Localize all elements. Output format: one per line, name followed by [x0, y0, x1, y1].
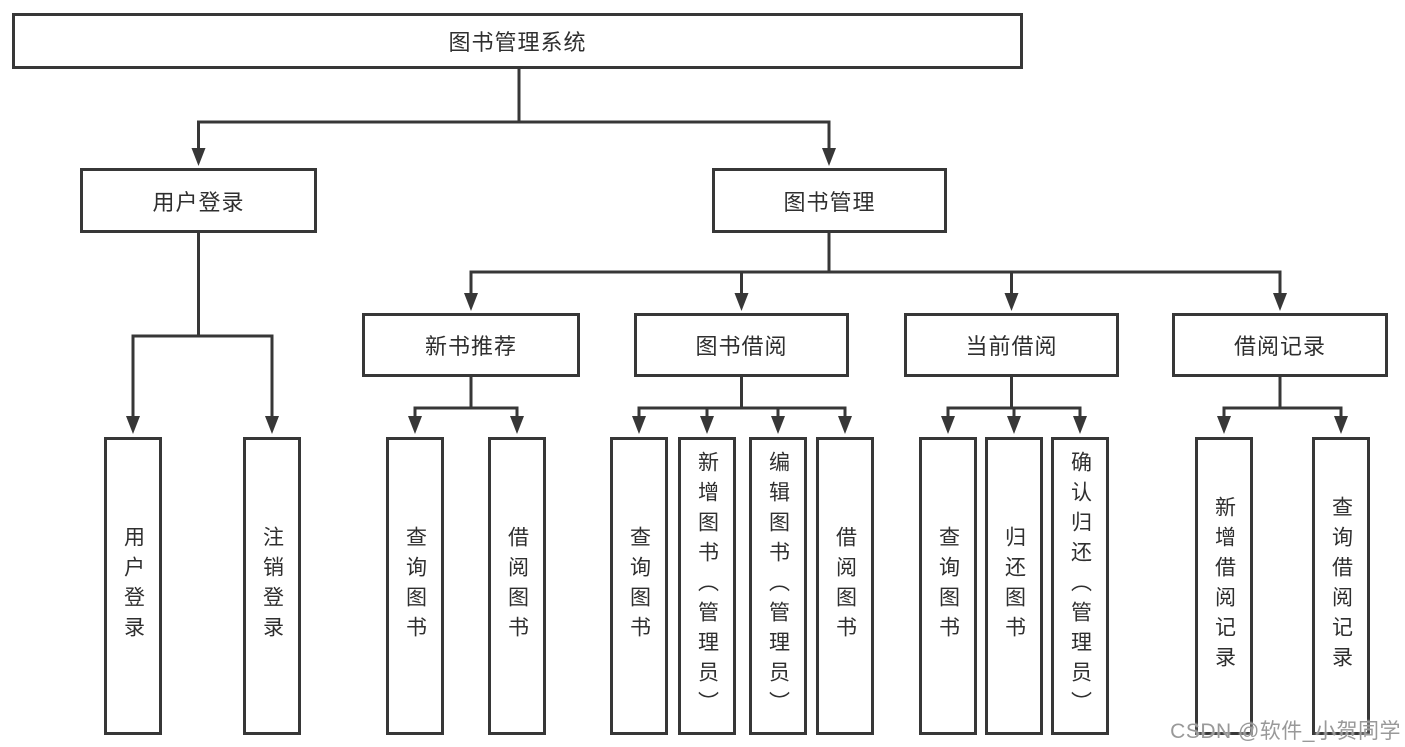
- node-root: 图书管理系统: [12, 13, 1023, 69]
- arrowhead-icon: [1073, 416, 1087, 434]
- leaf-current-confirm-admin-label: 确认归还（管理员）: [1068, 451, 1092, 721]
- arrowhead-icon: [1217, 416, 1231, 434]
- leaf-newbook-query: 查询图书: [386, 437, 444, 735]
- arrowhead-icon: [632, 416, 646, 434]
- node-borrow-record-label: 借阅记录: [1233, 334, 1326, 359]
- node-new-book-recommend: 新书推荐: [362, 313, 580, 377]
- node-user-login: 用户登录: [80, 168, 317, 233]
- leaf-logout-label: 注销登录: [260, 526, 284, 646]
- leaf-current-query: 查询图书: [919, 437, 977, 735]
- node-current-borrow-label: 当前借阅: [965, 334, 1058, 359]
- arrowhead-icon: [838, 416, 852, 434]
- node-borrow-record: 借阅记录: [1172, 313, 1388, 377]
- node-current-borrow: 当前借阅: [904, 313, 1119, 377]
- arrowhead-icon: [265, 416, 279, 434]
- arrowhead-icon: [464, 293, 478, 311]
- leaf-borrow-edit-admin: 编辑图书（管理员）: [749, 437, 807, 735]
- connector-bookborrow-to-leaves: [637, 374, 847, 420]
- connector-newbook-to-leaves: [413, 374, 519, 420]
- arrowhead-icon: [408, 416, 422, 434]
- leaf-borrow-add-admin: 新增图书（管理员）: [678, 437, 736, 735]
- leaf-current-return: 归还图书: [985, 437, 1043, 735]
- arrowhead-icon: [1273, 293, 1287, 311]
- node-book-management-label: 图书管理: [783, 189, 876, 215]
- leaf-borrow-query: 查询图书: [610, 437, 668, 735]
- arrowhead-icon: [1004, 293, 1019, 311]
- node-book-management: 图书管理: [712, 168, 947, 233]
- leaf-user-login: 用户登录: [104, 437, 162, 735]
- connector-root-to-level2: [197, 66, 831, 152]
- leaf-current-return-label: 归还图书: [1002, 526, 1026, 646]
- leaf-record-query-label: 查询借阅记录: [1329, 496, 1353, 676]
- connector-bookmgmt-to-level3: [469, 231, 1282, 297]
- leaf-current-confirm-admin: 确认归还（管理员）: [1051, 437, 1109, 735]
- arrowhead-icon: [822, 148, 836, 166]
- connector-currentborrow-to-leaves: [946, 374, 1082, 420]
- connector-borrowrecord-to-leaves: [1222, 374, 1343, 420]
- arrowhead-icon: [1007, 416, 1021, 434]
- leaf-borrow-query-label: 查询图书: [627, 526, 651, 646]
- arrowhead-icon: [510, 416, 524, 434]
- arrowheads: [126, 148, 1348, 434]
- node-book-borrow: 图书借阅: [634, 313, 849, 377]
- leaf-newbook-query-label: 查询图书: [403, 526, 427, 646]
- leaf-record-add: 新增借阅记录: [1195, 437, 1253, 735]
- leaf-borrow-book: 借阅图书: [816, 437, 874, 735]
- watermark: CSDN @软件_小贺同学: [1170, 720, 1401, 743]
- leaf-newbook-borrow: 借阅图书: [488, 437, 546, 735]
- leaf-newbook-borrow-label: 借阅图书: [505, 526, 529, 646]
- arrowhead-icon: [191, 148, 206, 166]
- leaf-record-query: 查询借阅记录: [1312, 437, 1370, 735]
- leaf-user-login-label: 用户登录: [121, 526, 145, 646]
- node-user-login-label: 用户登录: [152, 189, 245, 215]
- connector-userlogin-to-leaves: [131, 230, 274, 420]
- arrowhead-icon: [1334, 416, 1348, 434]
- leaf-borrow-book-label: 借阅图书: [833, 526, 857, 646]
- node-new-book-recommend-label: 新书推荐: [424, 334, 517, 359]
- arrowhead-icon: [700, 416, 714, 434]
- node-book-borrow-label: 图书借阅: [695, 334, 788, 359]
- arrowhead-icon: [771, 416, 785, 434]
- leaf-borrow-add-admin-label: 新增图书（管理员）: [695, 451, 719, 721]
- leaf-record-add-label: 新增借阅记录: [1212, 496, 1236, 676]
- leaf-logout: 注销登录: [243, 437, 301, 735]
- arrowhead-icon: [126, 416, 140, 434]
- leaf-current-query-label: 查询图书: [936, 526, 960, 646]
- leaf-borrow-edit-admin-label: 编辑图书（管理员）: [766, 451, 790, 721]
- arrowhead-icon: [734, 293, 749, 311]
- arrowhead-icon: [941, 416, 955, 434]
- node-root-label: 图书管理系统: [448, 30, 587, 55]
